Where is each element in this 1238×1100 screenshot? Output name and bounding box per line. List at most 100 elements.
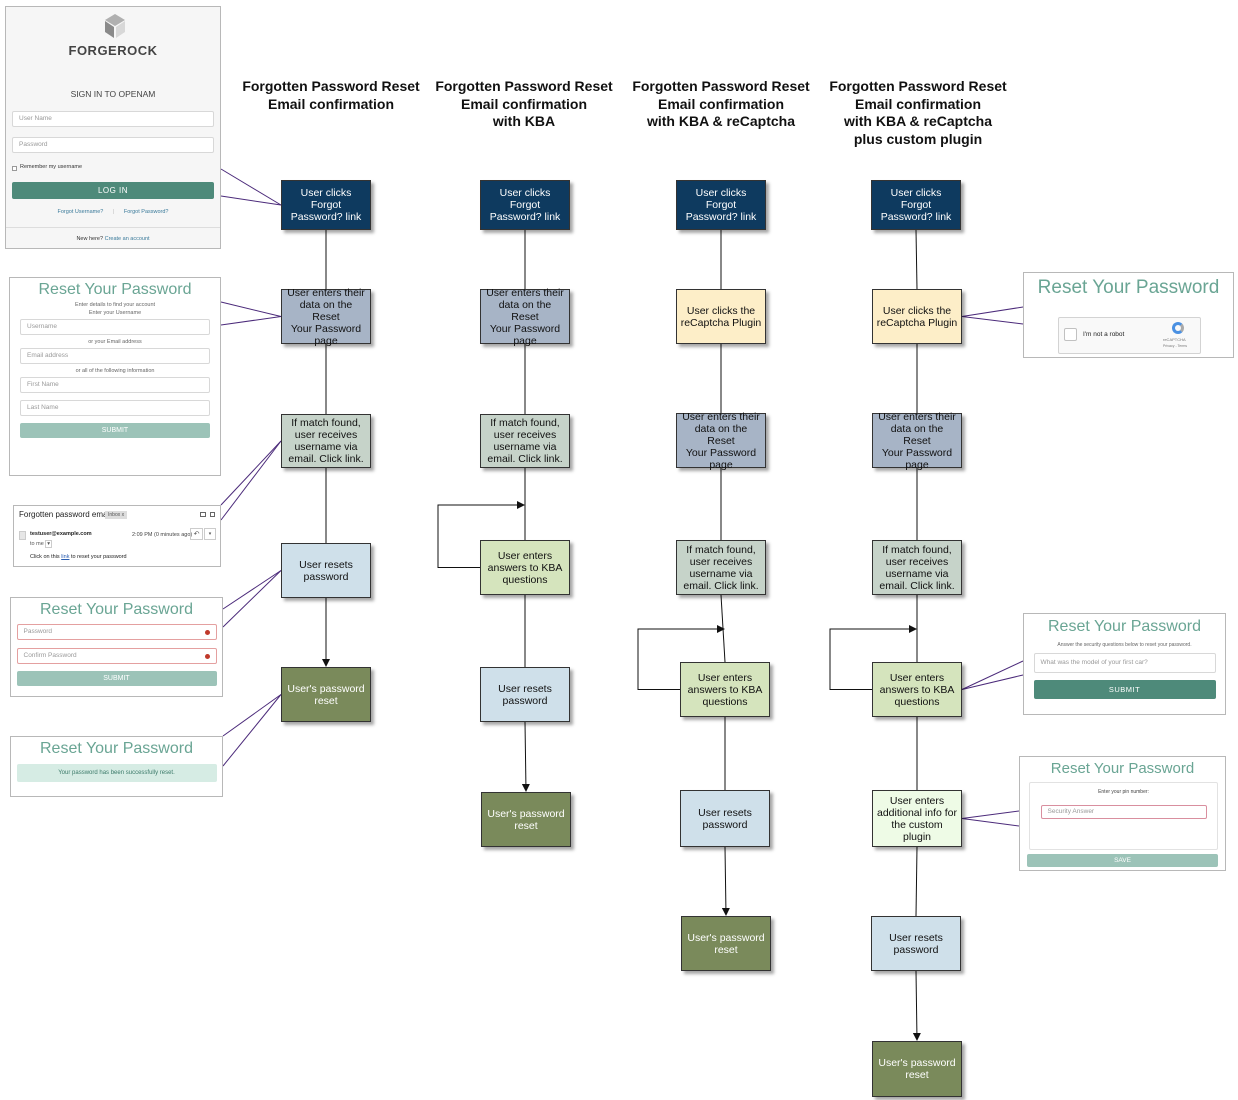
new-password-submit-button[interactable]: SUBMIT — [16, 671, 217, 686]
printer-icon[interactable] — [200, 512, 206, 517]
recaptcha-thumbnail: Reset Your Password I'm not a robot reCA… — [1023, 272, 1234, 358]
password-input[interactable]: Password — [12, 137, 214, 153]
reset-form-username-label: Enter your Username — [88, 310, 142, 316]
recaptcha-links[interactable]: Privacy - Terms — [1163, 344, 1188, 348]
thumbnail-link — [222, 694, 282, 767]
reset-form-thumbnail: Reset Your Password Enter details to fin… — [9, 277, 221, 476]
success-message: Your password has been successfully rese… — [16, 764, 217, 782]
new-password-input[interactable]: Password — [16, 624, 217, 640]
flow3-connector — [721, 846, 730, 916]
flow3-kba-loop — [637, 625, 725, 690]
reset-submit-button[interactable]: SUBMIT — [20, 423, 210, 438]
login-screen-thumbnail: FORGEROCK SIGN IN TO OPENAM User Name Pa… — [5, 6, 221, 249]
thumbnail-link — [961, 306, 1024, 317]
forgot-password-link[interactable]: Forgot Password? — [123, 209, 169, 215]
new-password-thumbnail: Reset Your Password Password Confirm Pas… — [10, 597, 223, 697]
forgerock-logo-icon — [105, 14, 125, 38]
success-thumbnail: Reset Your Password Your password has be… — [10, 736, 223, 797]
pin-answer-input[interactable]: Security Answer — [1040, 805, 1207, 819]
recaptcha-logo-icon — [1172, 322, 1184, 334]
kba-title: Reset Your Password — [1048, 618, 1201, 635]
forgot-username-link[interactable]: Forgot Username? — [57, 209, 104, 215]
link-separator: | — [112, 209, 115, 215]
chevron-down-icon[interactable]: ▾ — [204, 528, 216, 540]
pin-thumbnail: Reset Your Password Enter your pin numbe… — [1019, 756, 1226, 871]
email-reset-link[interactable]: link — [61, 554, 70, 560]
popout-icon[interactable] — [210, 512, 215, 517]
thumbnail-link — [220, 316, 282, 326]
remember-checkbox[interactable] — [12, 166, 17, 171]
thumbnail-link — [961, 818, 1020, 827]
new-here-text: New here? — [76, 236, 104, 242]
username-input[interactable]: User Name — [12, 111, 214, 127]
email-time: 2:09 PM (0 minutes ago) — [132, 532, 193, 538]
inbox-tag-close-icon[interactable]: x — [121, 512, 125, 518]
inbox-tag-label: Inbox — [108, 512, 121, 518]
reset-username-input[interactable]: Username — [20, 319, 210, 335]
email-body: Click on this link to reset your passwor… — [30, 554, 127, 560]
reset-form-or-email: or your Email address — [88, 339, 142, 345]
thumbnail-link — [961, 316, 1024, 325]
error-dot-icon — [204, 630, 210, 635]
confirm-password-input[interactable]: Confirm Password — [16, 648, 217, 664]
pin-save-button[interactable]: SAVE — [1027, 854, 1218, 867]
kba-answer-input[interactable]: What was the model of your first car? — [1033, 653, 1216, 673]
email-subject: Forgotten password email — [19, 510, 112, 519]
thumbnail-link — [961, 674, 1024, 690]
thumbnail-link — [220, 301, 282, 317]
thumbnail-link — [222, 694, 282, 737]
flow4-connector — [915, 229, 918, 290]
kba-submit-button[interactable]: SUBMIT — [1033, 680, 1216, 699]
recaptcha-label: I'm not a robot — [1083, 331, 1125, 338]
create-account-link[interactable]: Create an account — [104, 236, 150, 242]
pin-instruction: Enter your pin number: — [1098, 789, 1149, 795]
new-password-placeholder: Password — [23, 628, 53, 635]
remember-label: Remember my username — [20, 164, 83, 170]
login-title: SIGN IN TO OPENAM — [70, 89, 156, 99]
recaptcha-title: Reset Your Password — [1037, 277, 1220, 298]
thumbnail-link — [961, 660, 1024, 690]
thumbnail-link — [220, 440, 282, 521]
reset-email-input[interactable]: Email address — [20, 348, 210, 364]
success-title: Reset Your Password — [40, 740, 193, 757]
reset-last-name-input[interactable]: Last Name — [20, 400, 210, 416]
person-icon — [19, 531, 26, 540]
login-button[interactable]: LOG IN — [12, 182, 214, 199]
recaptcha-brand: reCAPTCHA — [1163, 337, 1186, 342]
reset-form-intro: Enter details to find your account — [74, 302, 156, 308]
thumbnail-link — [222, 570, 282, 628]
reset-form-or-all: or all of the following information — [75, 368, 155, 374]
signup-prompt: New here? Create an account — [6, 236, 220, 242]
error-dot-icon — [204, 654, 210, 659]
flow2-connector — [521, 721, 530, 792]
reply-icon[interactable]: ↶ — [190, 528, 203, 540]
recaptcha-widget[interactable]: I'm not a robot reCAPTCHA Privacy - Term… — [1058, 317, 1201, 354]
reset-first-name-input[interactable]: First Name — [20, 377, 210, 393]
recipient-details-toggle[interactable]: ▾ — [45, 540, 53, 548]
recaptcha-checkbox[interactable] — [1064, 328, 1077, 341]
email-preview-thumbnail: Forgotten password email Inbox x testuse… — [13, 505, 221, 567]
forgot-links: Forgot Username? | Forgot Password? — [6, 209, 220, 215]
